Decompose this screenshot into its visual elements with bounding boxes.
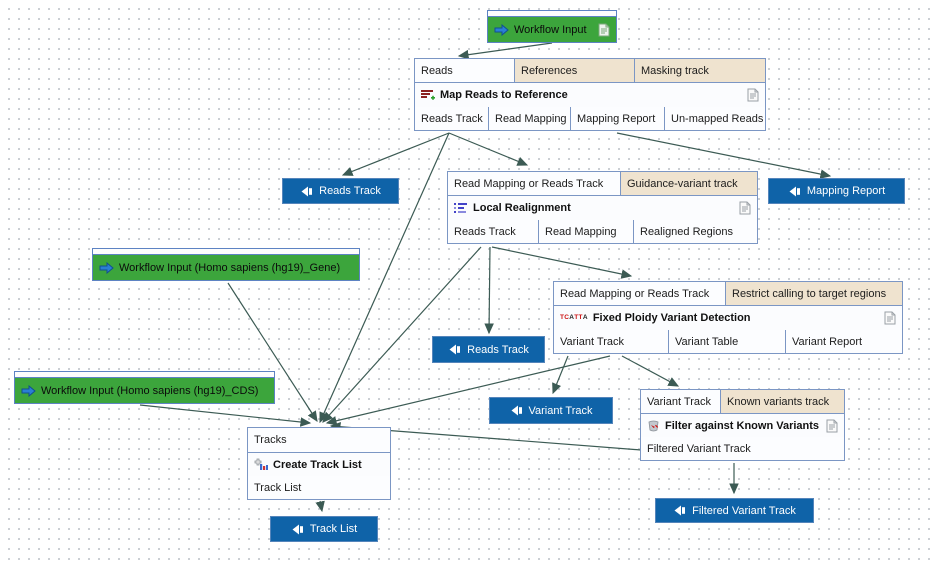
edge <box>325 355 611 426</box>
node-map-reads-to-reference[interactable]: Reads References Masking track Map Reads… <box>414 58 766 131</box>
edge <box>484 246 494 335</box>
output-port-read-mapping[interactable]: Read Mapping <box>539 220 634 243</box>
node-fixed-ploidy-variant-detection[interactable]: Read Mapping or Reads Track Restrict cal… <box>553 281 903 354</box>
output-box-variant-track[interactable]: Variant Track <box>489 397 613 424</box>
edge <box>315 500 325 513</box>
edge <box>319 132 450 424</box>
output-box-filtered-variant-track[interactable]: Filtered Variant Track <box>655 498 814 523</box>
output-arrow-icon <box>788 186 801 197</box>
document-icon[interactable] <box>739 201 751 215</box>
node-title: Fixed Ploidy Variant Detection <box>592 312 751 324</box>
node-title: Local Realignment <box>473 202 571 214</box>
node-local-realignment[interactable]: Read Mapping or Reads Track Guidance-var… <box>447 171 758 244</box>
local-realignment-icon <box>454 202 468 214</box>
edge <box>322 246 482 423</box>
output-port-filtered-variant-track[interactable]: Filtered Variant Track <box>641 437 844 460</box>
output-box-reads-track-1[interactable]: Reads Track <box>282 178 399 204</box>
input-port-references[interactable]: References <box>515 59 635 82</box>
input-port-read-mapping-or-reads-track[interactable]: Read Mapping or Reads Track <box>554 282 726 305</box>
document-icon[interactable] <box>598 23 610 37</box>
node-title: Create Track List <box>273 458 362 471</box>
edge <box>621 355 680 387</box>
output-port-reads-track[interactable]: Reads Track <box>448 220 539 243</box>
edge <box>227 282 318 423</box>
node-filter-against-known-variants[interactable]: Variant Track Known variants track Filte… <box>640 389 845 461</box>
edge <box>139 404 312 427</box>
node-workflow-input-gene[interactable]: Workflow Input (Homo sapiens (hg19)_Gene… <box>92 248 360 281</box>
map-reads-icon <box>421 89 435 101</box>
edge <box>341 132 450 176</box>
output-port-reads-track[interactable]: Reads Track <box>415 107 489 130</box>
input-strip <box>15 372 274 378</box>
input-port-reads[interactable]: Reads <box>415 59 515 82</box>
output-arrow-icon <box>448 344 461 355</box>
document-icon[interactable] <box>884 311 896 325</box>
edge <box>448 132 529 166</box>
output-port-variant-track[interactable]: Variant Track <box>554 330 669 353</box>
output-box-label: Filtered Variant Track <box>692 504 796 517</box>
input-port-variant-track[interactable]: Variant Track <box>641 390 721 413</box>
document-icon[interactable] <box>747 88 759 102</box>
edge <box>457 42 553 60</box>
edge <box>491 246 633 279</box>
edge <box>552 355 569 395</box>
workflow-input-arrow-icon <box>21 384 36 397</box>
output-box-label: Mapping Report <box>806 185 886 197</box>
output-box-label: Reads Track <box>319 185 381 197</box>
node-workflow-input[interactable]: Workflow Input <box>487 10 617 43</box>
workflow-input-arrow-icon <box>99 261 114 274</box>
output-arrow-icon <box>291 524 304 535</box>
output-box-reads-track-2[interactable]: Reads Track <box>432 336 545 363</box>
output-port-unmapped-reads[interactable]: Un-mapped Reads <box>665 107 765 130</box>
output-port-variant-report[interactable]: Variant Report <box>786 330 902 353</box>
node-title: Map Reads to Reference <box>440 89 568 101</box>
input-port-guidance-variant-track[interactable]: Guidance-variant track <box>621 172 757 195</box>
output-box-label: Track List <box>309 523 358 535</box>
output-port-variant-table[interactable]: Variant Table <box>669 330 786 353</box>
input-port-masking-track[interactable]: Masking track <box>635 59 765 82</box>
input-port-restrict-calling[interactable]: Restrict calling to target regions <box>726 282 902 305</box>
input-port-known-variants-track[interactable]: Known variants track <box>721 390 844 413</box>
input-strip <box>488 11 616 17</box>
create-track-list-icon <box>254 458 268 471</box>
workflow-input-label: Workflow Input <box>514 23 587 36</box>
output-arrow-icon <box>510 405 523 416</box>
workflow-input-label: Workflow Input (Homo sapiens (hg19)_CDS) <box>41 384 259 397</box>
filter-icon <box>647 420 660 432</box>
output-box-label: Variant Track <box>528 404 593 417</box>
document-icon[interactable] <box>826 419 838 433</box>
output-box-mapping-report[interactable]: Mapping Report <box>768 178 905 204</box>
node-workflow-input-cds[interactable]: Workflow Input (Homo sapiens (hg19)_CDS) <box>14 371 275 404</box>
output-port-mapping-report[interactable]: Mapping Report <box>571 107 665 130</box>
output-arrow-icon <box>300 186 313 197</box>
input-strip <box>93 249 359 255</box>
output-box-label: Reads Track <box>467 343 529 356</box>
edge <box>616 132 832 179</box>
output-port-track-list[interactable]: Track List <box>248 476 390 499</box>
node-title: Filter against Known Variants <box>665 419 820 432</box>
node-create-track-list[interactable]: Tracks Create Track List Track List <box>247 427 391 500</box>
input-port-read-mapping-or-reads-track[interactable]: Read Mapping or Reads Track <box>448 172 621 195</box>
input-port-tracks[interactable]: Tracks <box>248 428 390 452</box>
workflow-input-label: Workflow Input (Homo sapiens (hg19)_Gene… <box>119 261 341 274</box>
output-arrow-icon <box>673 505 686 516</box>
output-port-read-mapping[interactable]: Read Mapping <box>489 107 571 130</box>
output-box-track-list[interactable]: Track List <box>270 516 378 542</box>
output-port-realigned-regions[interactable]: Realigned Regions <box>634 220 757 243</box>
workflow-input-arrow-icon <box>494 23 509 36</box>
